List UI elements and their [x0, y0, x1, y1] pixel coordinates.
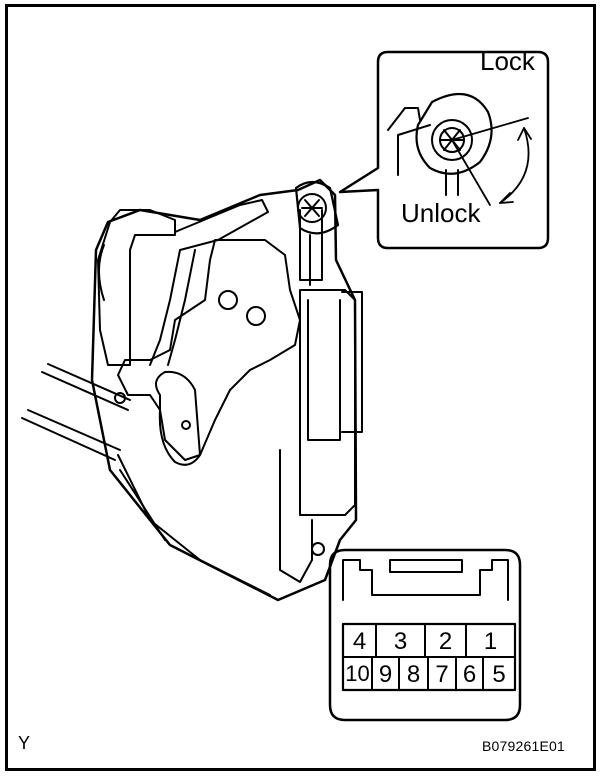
connector-diagram [328, 548, 522, 722]
corner-mark: Y [18, 733, 31, 753]
connector-pin-label: 8 [406, 661, 421, 688]
unlock-label: Unlock [401, 198, 481, 228]
connector-pin-label: 6 [462, 661, 477, 688]
connector-pin-label: 1 [483, 628, 498, 655]
connector-pin-label: 9 [378, 661, 393, 688]
connector-pin-label: 3 [393, 628, 408, 655]
figure-code: B079261E01 [482, 738, 565, 754]
connector-pin-label: 5 [492, 661, 506, 688]
lock-detail-callout [338, 50, 550, 250]
connector-pin-label: 7 [435, 661, 449, 688]
connector-pin-label: 4 [352, 628, 367, 655]
door-lock-assembly [21, 178, 363, 602]
connector-pin-label: 2 [438, 628, 453, 655]
lock-label: Lock [480, 46, 535, 76]
connector-pin-label: 10 [345, 661, 370, 686]
